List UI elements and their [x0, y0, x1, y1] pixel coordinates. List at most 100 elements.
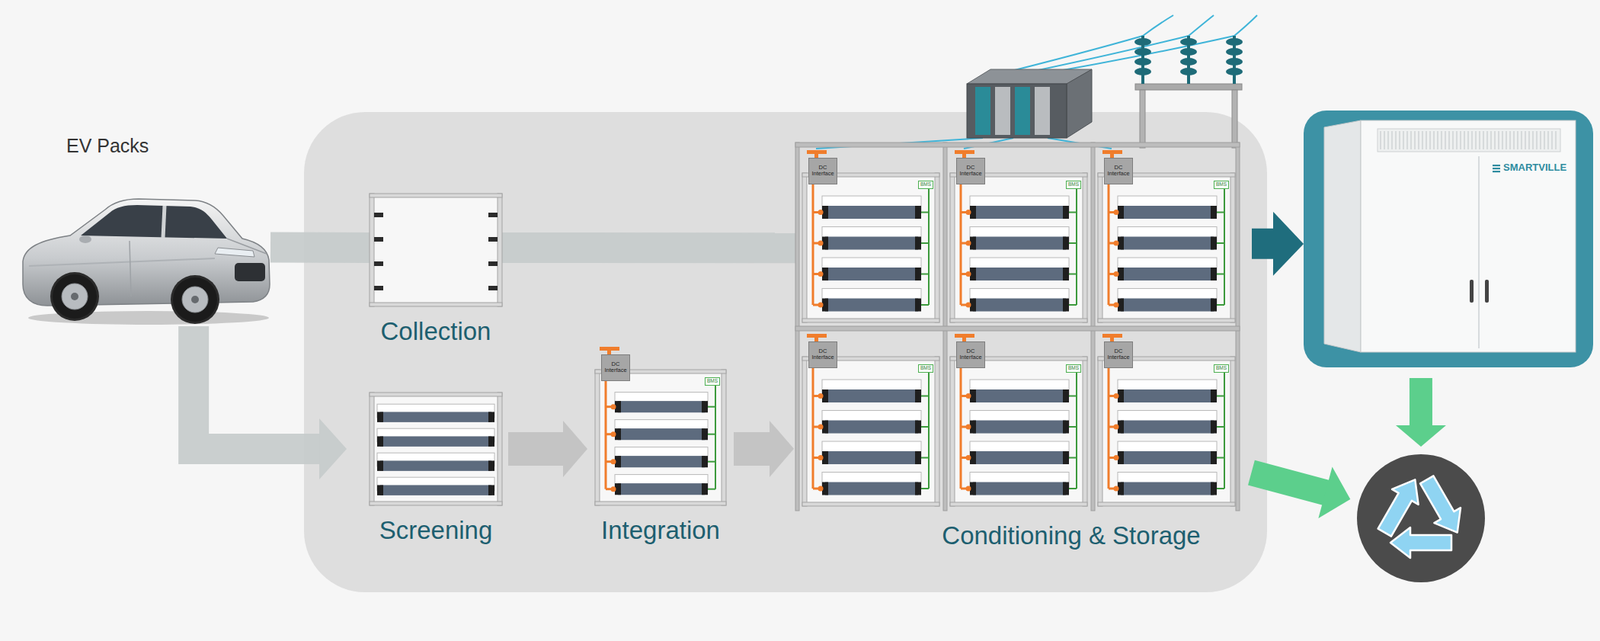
battery-module — [617, 483, 705, 495]
vent-slot — [1468, 131, 1469, 150]
dc-bus — [1107, 356, 1111, 489]
car-rim — [61, 283, 88, 310]
logo-text: SMARTVILLE — [1503, 162, 1567, 173]
rack-interior — [371, 394, 500, 503]
battery-module — [617, 428, 705, 440]
battery-cap — [1210, 205, 1217, 219]
integration-rack: IntegrationDC InterfaceBMS — [595, 346, 727, 506]
vent-slot — [1544, 131, 1546, 150]
dc-bus-terminal — [818, 424, 824, 430]
battery-module — [972, 205, 1066, 219]
battery-cap — [915, 451, 922, 464]
cabinet-side — [1324, 120, 1361, 352]
flow-arrow — [193, 326, 347, 480]
vent-slot — [1384, 131, 1386, 150]
storage-rack: DC InterfaceBMS — [802, 150, 940, 323]
vent-slot — [1441, 131, 1443, 150]
bms-wire-stub — [1068, 395, 1077, 397]
dc-interface-box: DC Interface — [808, 157, 838, 185]
battery-cap — [488, 435, 495, 446]
battery-cap — [488, 460, 495, 471]
vent-slot — [1555, 131, 1557, 150]
insulator-disc — [1180, 57, 1197, 66]
vent-slot — [1532, 131, 1534, 150]
battery-cap — [915, 267, 922, 281]
bms-wire-stub — [707, 406, 716, 408]
recycle-arrow-shape — [1371, 471, 1429, 540]
rack-bar — [595, 501, 727, 506]
arrow-head — [769, 420, 794, 477]
battery-cap — [1210, 451, 1217, 464]
flow-arrow — [733, 420, 794, 477]
pylon-icon — [1134, 35, 1243, 148]
battery-cap — [1210, 236, 1217, 250]
inverter-fin — [1014, 86, 1031, 135]
vent-slot — [1552, 131, 1553, 150]
vent-slot — [1525, 131, 1527, 150]
vent-slot — [1502, 131, 1504, 150]
vent-slot — [1472, 131, 1473, 150]
rack-post — [369, 193, 375, 307]
arrow-head — [1273, 211, 1304, 276]
dc-interface-box: DC Interface — [956, 341, 986, 368]
battery-module — [825, 420, 919, 434]
vent-slot — [1521, 131, 1523, 150]
insulator-disc — [1180, 67, 1197, 76]
dc-bus-terminal — [1113, 454, 1120, 461]
rack-bar — [369, 193, 503, 198]
dc-bus-terminal — [818, 209, 824, 215]
insulator-disc — [1134, 67, 1152, 76]
battery-cap — [915, 389, 922, 403]
battery-module — [972, 482, 1066, 496]
storage-rack: DC InterfaceBMS — [1097, 150, 1236, 323]
bms-wire-stub — [1068, 304, 1077, 306]
bms-wire — [714, 381, 717, 490]
battery-module — [1120, 420, 1214, 434]
storage-rack: DC InterfaceBMS — [950, 333, 1088, 506]
storage-rack: DC InterfaceBMS — [802, 333, 940, 506]
dc-bus-terminal — [611, 458, 617, 464]
rack-post — [497, 392, 503, 506]
battery-module — [380, 435, 492, 446]
battery-cap — [488, 411, 495, 422]
recycle-arrow — [1390, 527, 1452, 558]
rack-post — [721, 369, 727, 506]
bms-wire — [1223, 185, 1226, 305]
dc-bus-terminal — [1113, 486, 1120, 492]
inverter-fin — [1034, 86, 1050, 135]
vent-slot — [1414, 131, 1416, 150]
collection-rack: Collection — [369, 193, 503, 307]
vent-slot — [1380, 131, 1382, 150]
rack-post — [934, 356, 940, 506]
battery-cap — [488, 484, 495, 495]
bms-wire-stub — [1068, 211, 1077, 214]
battery-module — [380, 411, 492, 422]
battery-module — [1120, 482, 1214, 496]
arrow-shaft — [502, 232, 796, 263]
car-pillar — [163, 205, 165, 238]
vent-slot — [1517, 131, 1519, 150]
door-seam — [1478, 156, 1480, 349]
rack-post — [1082, 172, 1088, 323]
battery-cap — [1062, 451, 1069, 464]
bms-wire-stub — [1068, 457, 1077, 459]
dc-bus-terminal — [818, 454, 824, 461]
rack-bar — [369, 302, 503, 307]
storage-rack: DC InterfaceBMS — [950, 150, 1088, 323]
dc-bus-terminal — [818, 486, 824, 492]
insulator-disc — [1180, 48, 1197, 56]
logo-mark — [1492, 170, 1501, 173]
arrow-head — [1318, 466, 1351, 519]
car-crease — [28, 258, 215, 266]
flow-arrow — [508, 420, 588, 477]
bms-wire-stub — [1216, 211, 1225, 214]
car-hub — [70, 292, 79, 301]
rack-tab — [488, 212, 498, 218]
bms-label: BMS — [1213, 364, 1229, 373]
rack-post — [1097, 172, 1103, 323]
battery-cap — [1210, 420, 1217, 434]
bms-wire-stub — [707, 433, 716, 436]
recycle-circle — [1356, 454, 1485, 583]
bms-wire — [1223, 368, 1226, 489]
battery-module — [972, 298, 1066, 312]
